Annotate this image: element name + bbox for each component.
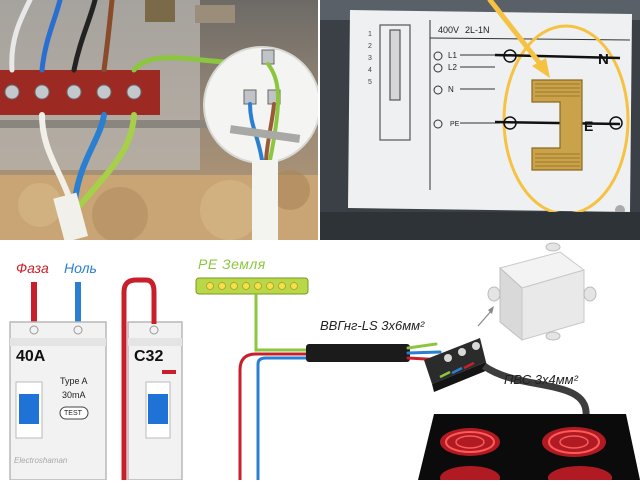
earth-symbol-icon [503,116,517,130]
induction-hob [418,414,640,485]
wiring-diagram-illustration [9,242,640,485]
pe-earth-bar [195,277,309,295]
hob-cable-label: ПВС 3х4мм² [504,372,578,387]
config-label: 2L-1N [465,25,490,35]
terminal-block [424,338,488,392]
rcd-test-label: TEST [64,410,82,417]
big-n-label: N [598,51,609,68]
pin-2-label: 2 [368,43,372,50]
junction-box [487,242,597,342]
l2-label: L2 [448,63,457,72]
voltage-label: 400V [438,25,459,35]
main-cable [306,344,410,362]
neutral-output-wire [256,356,310,480]
pointer-arrow [487,0,548,73]
jumper-wire [121,277,157,480]
l1-label: L1 [448,51,457,60]
pin-5-label: 5 [368,79,372,86]
rcd-test-button[interactable] [59,406,89,420]
rcd-rating-label: 40A [16,348,46,365]
earth-wire [254,294,310,352]
hob-cable [481,363,590,418]
pin-4-label: 4 [368,67,372,74]
rcd-current-label: 30mA [62,390,86,400]
pe-earth-label: PE Земля [198,256,266,272]
main-cable-label: ВВГнг-LS 3х6мм² [320,318,425,333]
breaker-device [127,321,183,481]
wiring-photo-left [0,0,318,240]
rcd-type-label: Type A [60,376,88,386]
neutral-label: Ноль [64,260,97,276]
pin-1-label: 1 [368,31,372,38]
terminal-label-illustration: 1 2 3 4 5 400V 2L-1N L1 L2 N PE N E [320,0,640,240]
wiring-diagram: Фаза Ноль PE Земля 40A Type A 30mA TEST … [0,242,640,485]
wiring-photo-left-illustration [0,0,318,240]
rcd-brand-label: Electroshaman [14,456,68,465]
terminal-label-photo: 1 2 3 4 5 400V 2L-1N L1 L2 N PE N E [320,0,640,240]
pin-3-label: 3 [368,55,372,62]
phase-label: Фаза [16,260,49,276]
n-label: N [448,85,454,94]
rcd-device [9,321,107,481]
breaker-rating-label: C32 [134,348,164,365]
jumper-bridge [531,79,583,171]
big-e-label: E [584,118,593,134]
pe-label: PE [450,121,460,128]
phase-output-wire [238,352,310,480]
